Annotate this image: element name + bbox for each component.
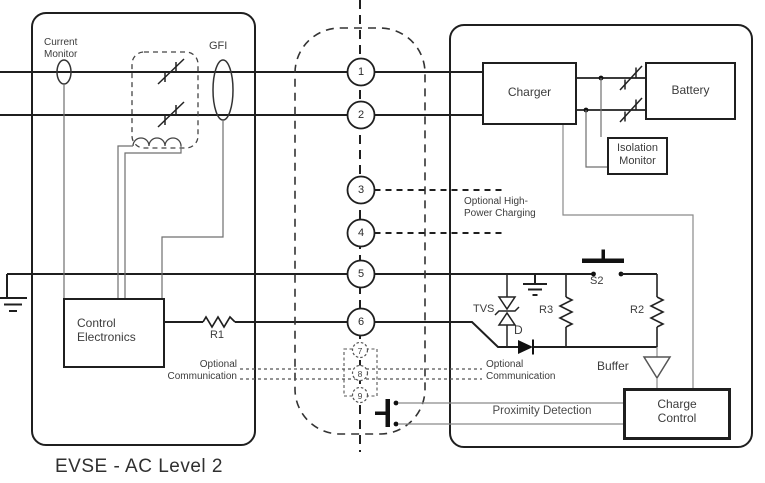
- earth-ground-icon: [0, 274, 27, 312]
- charge-control-box: [623, 388, 731, 440]
- vehicle-enclosure: [449, 24, 753, 448]
- pin-1-label: 1: [357, 66, 365, 78]
- coupler-pins-small: [351, 341, 369, 404]
- s2-switch: [582, 249, 624, 263]
- contactor-switch-2: [157, 101, 185, 128]
- pin-3-label: 3: [357, 184, 365, 196]
- s2-label: S2: [590, 275, 604, 287]
- buffer-label: Buffer: [597, 359, 629, 373]
- optional-high-power-label: Optional High- Power Charging: [464, 196, 536, 219]
- r3-label: R3: [539, 304, 554, 316]
- resistor-r3: [558, 274, 574, 347]
- diode-d: [518, 339, 534, 355]
- proximity-wires: [398, 402, 623, 425]
- tvs-label: TVS: [473, 303, 495, 315]
- isolation-monitor-label: Isolation Monitor: [617, 142, 658, 167]
- contactor-box: [131, 51, 199, 149]
- resistor-r1: [202, 315, 236, 329]
- resistor-r2: [649, 274, 665, 347]
- coupler-pins-large: [346, 57, 376, 337]
- evse-optional-comm-label: Optional Communication: [167, 359, 237, 382]
- pin-7-label: 7: [357, 345, 363, 356]
- gfi-wire: [161, 120, 224, 298]
- contactor-coil: [132, 137, 182, 147]
- gfi-label: GFI: [209, 40, 228, 52]
- charger-control-wire: [562, 125, 694, 388]
- pin-8-label: 8: [357, 368, 363, 379]
- pin-2-label: 2: [357, 109, 365, 121]
- gfi-ct: [212, 59, 234, 121]
- battery-contactor-1: [619, 65, 643, 91]
- charge-control-label: Charge Control: [657, 397, 697, 425]
- r1-label: R1: [209, 329, 225, 341]
- buffer-gate: [642, 347, 672, 388]
- tvs-device: [494, 274, 520, 347]
- pin-4-label: 4: [357, 227, 365, 239]
- control-electronics-label: Control Electronics: [77, 316, 136, 344]
- charger-label: Charger: [507, 85, 552, 99]
- contactor-switch-1: [157, 58, 185, 85]
- battery-contactor-2: [619, 97, 643, 123]
- charger-box: [482, 62, 577, 125]
- evse-enclosure: [31, 12, 256, 446]
- chassis-ground-icon: [523, 274, 547, 296]
- isolation-monitor-box: [607, 137, 668, 175]
- diode-label: D: [514, 323, 523, 337]
- battery-label: Battery: [671, 83, 710, 97]
- junction-dots: [583, 75, 624, 277]
- pilot-line: [165, 315, 657, 348]
- battery-box: [645, 62, 736, 120]
- diagram-title: EVSE - AC Level 2: [55, 456, 223, 477]
- vehicle-optional-comm-label: Optional Communication: [486, 359, 556, 382]
- r2-label: R2: [630, 304, 645, 316]
- proximity-detection-label: Proximity Detection: [492, 405, 592, 417]
- isolation-monitor-wires: [585, 78, 607, 168]
- current-monitor-label: Current Monitor: [44, 37, 78, 60]
- coupler-outline: [294, 27, 426, 435]
- pin-5-label: 5: [357, 268, 365, 280]
- pin-6-label: 6: [357, 316, 365, 328]
- contactor-coil-wires: [117, 145, 182, 298]
- pin-9-label: 9: [357, 390, 363, 401]
- control-electronics-box: [63, 298, 165, 368]
- proximity-switch: [375, 399, 399, 427]
